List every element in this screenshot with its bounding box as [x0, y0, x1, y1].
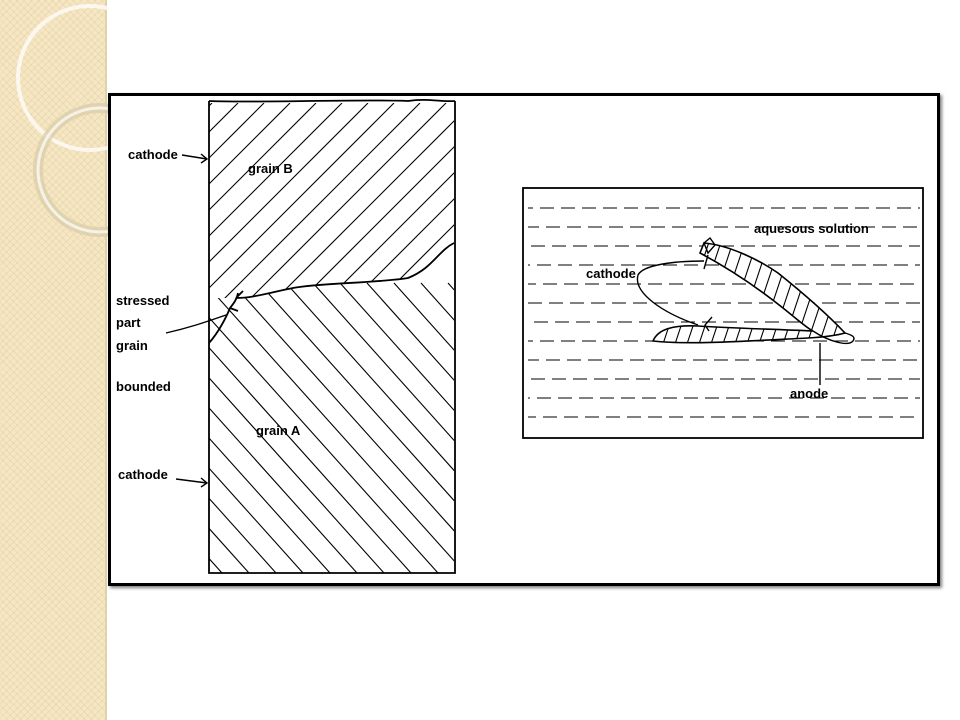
corrosion-pit	[651, 236, 847, 344]
label-part: part	[116, 315, 141, 330]
label-grain-b: grain B	[248, 161, 293, 176]
current-loop	[636, 260, 705, 326]
corrosion-diagram: cathode grain B stressed part grain boun…	[116, 98, 924, 574]
stress-crack	[208, 290, 244, 344]
grain-a-region	[209, 282, 454, 573]
arrow-cathode-top	[181, 153, 209, 164]
specimen-top-edge	[208, 98, 456, 103]
label-cathode-bottom: cathode	[118, 467, 168, 482]
label-grain-a: grain A	[256, 423, 301, 438]
pit-tip	[812, 330, 855, 345]
label-cathode-right: cathode	[586, 266, 636, 281]
label-cathode-top: cathode	[128, 147, 178, 162]
grain-b-region	[209, 103, 454, 298]
arrow-cathode-bottom	[175, 477, 209, 488]
diagram-frame	[108, 93, 940, 586]
aqueous-solution-box	[522, 187, 924, 439]
pointer-stressed	[165, 314, 227, 334]
label-stressed: stressed	[116, 293, 170, 308]
label-anode: anode	[790, 386, 828, 401]
grain-boundary	[235, 242, 455, 299]
specimen-outline	[208, 101, 456, 574]
aqueous-solution-lines	[528, 207, 920, 418]
loop-ticks	[703, 254, 713, 332]
label-grain: grain	[116, 338, 148, 353]
decorative-sidebar	[0, 0, 107, 720]
decorative-circles	[16, 4, 140, 237]
label-bounded: bounded	[116, 379, 171, 394]
label-aqueous-solution: aquesous solution	[754, 221, 869, 236]
